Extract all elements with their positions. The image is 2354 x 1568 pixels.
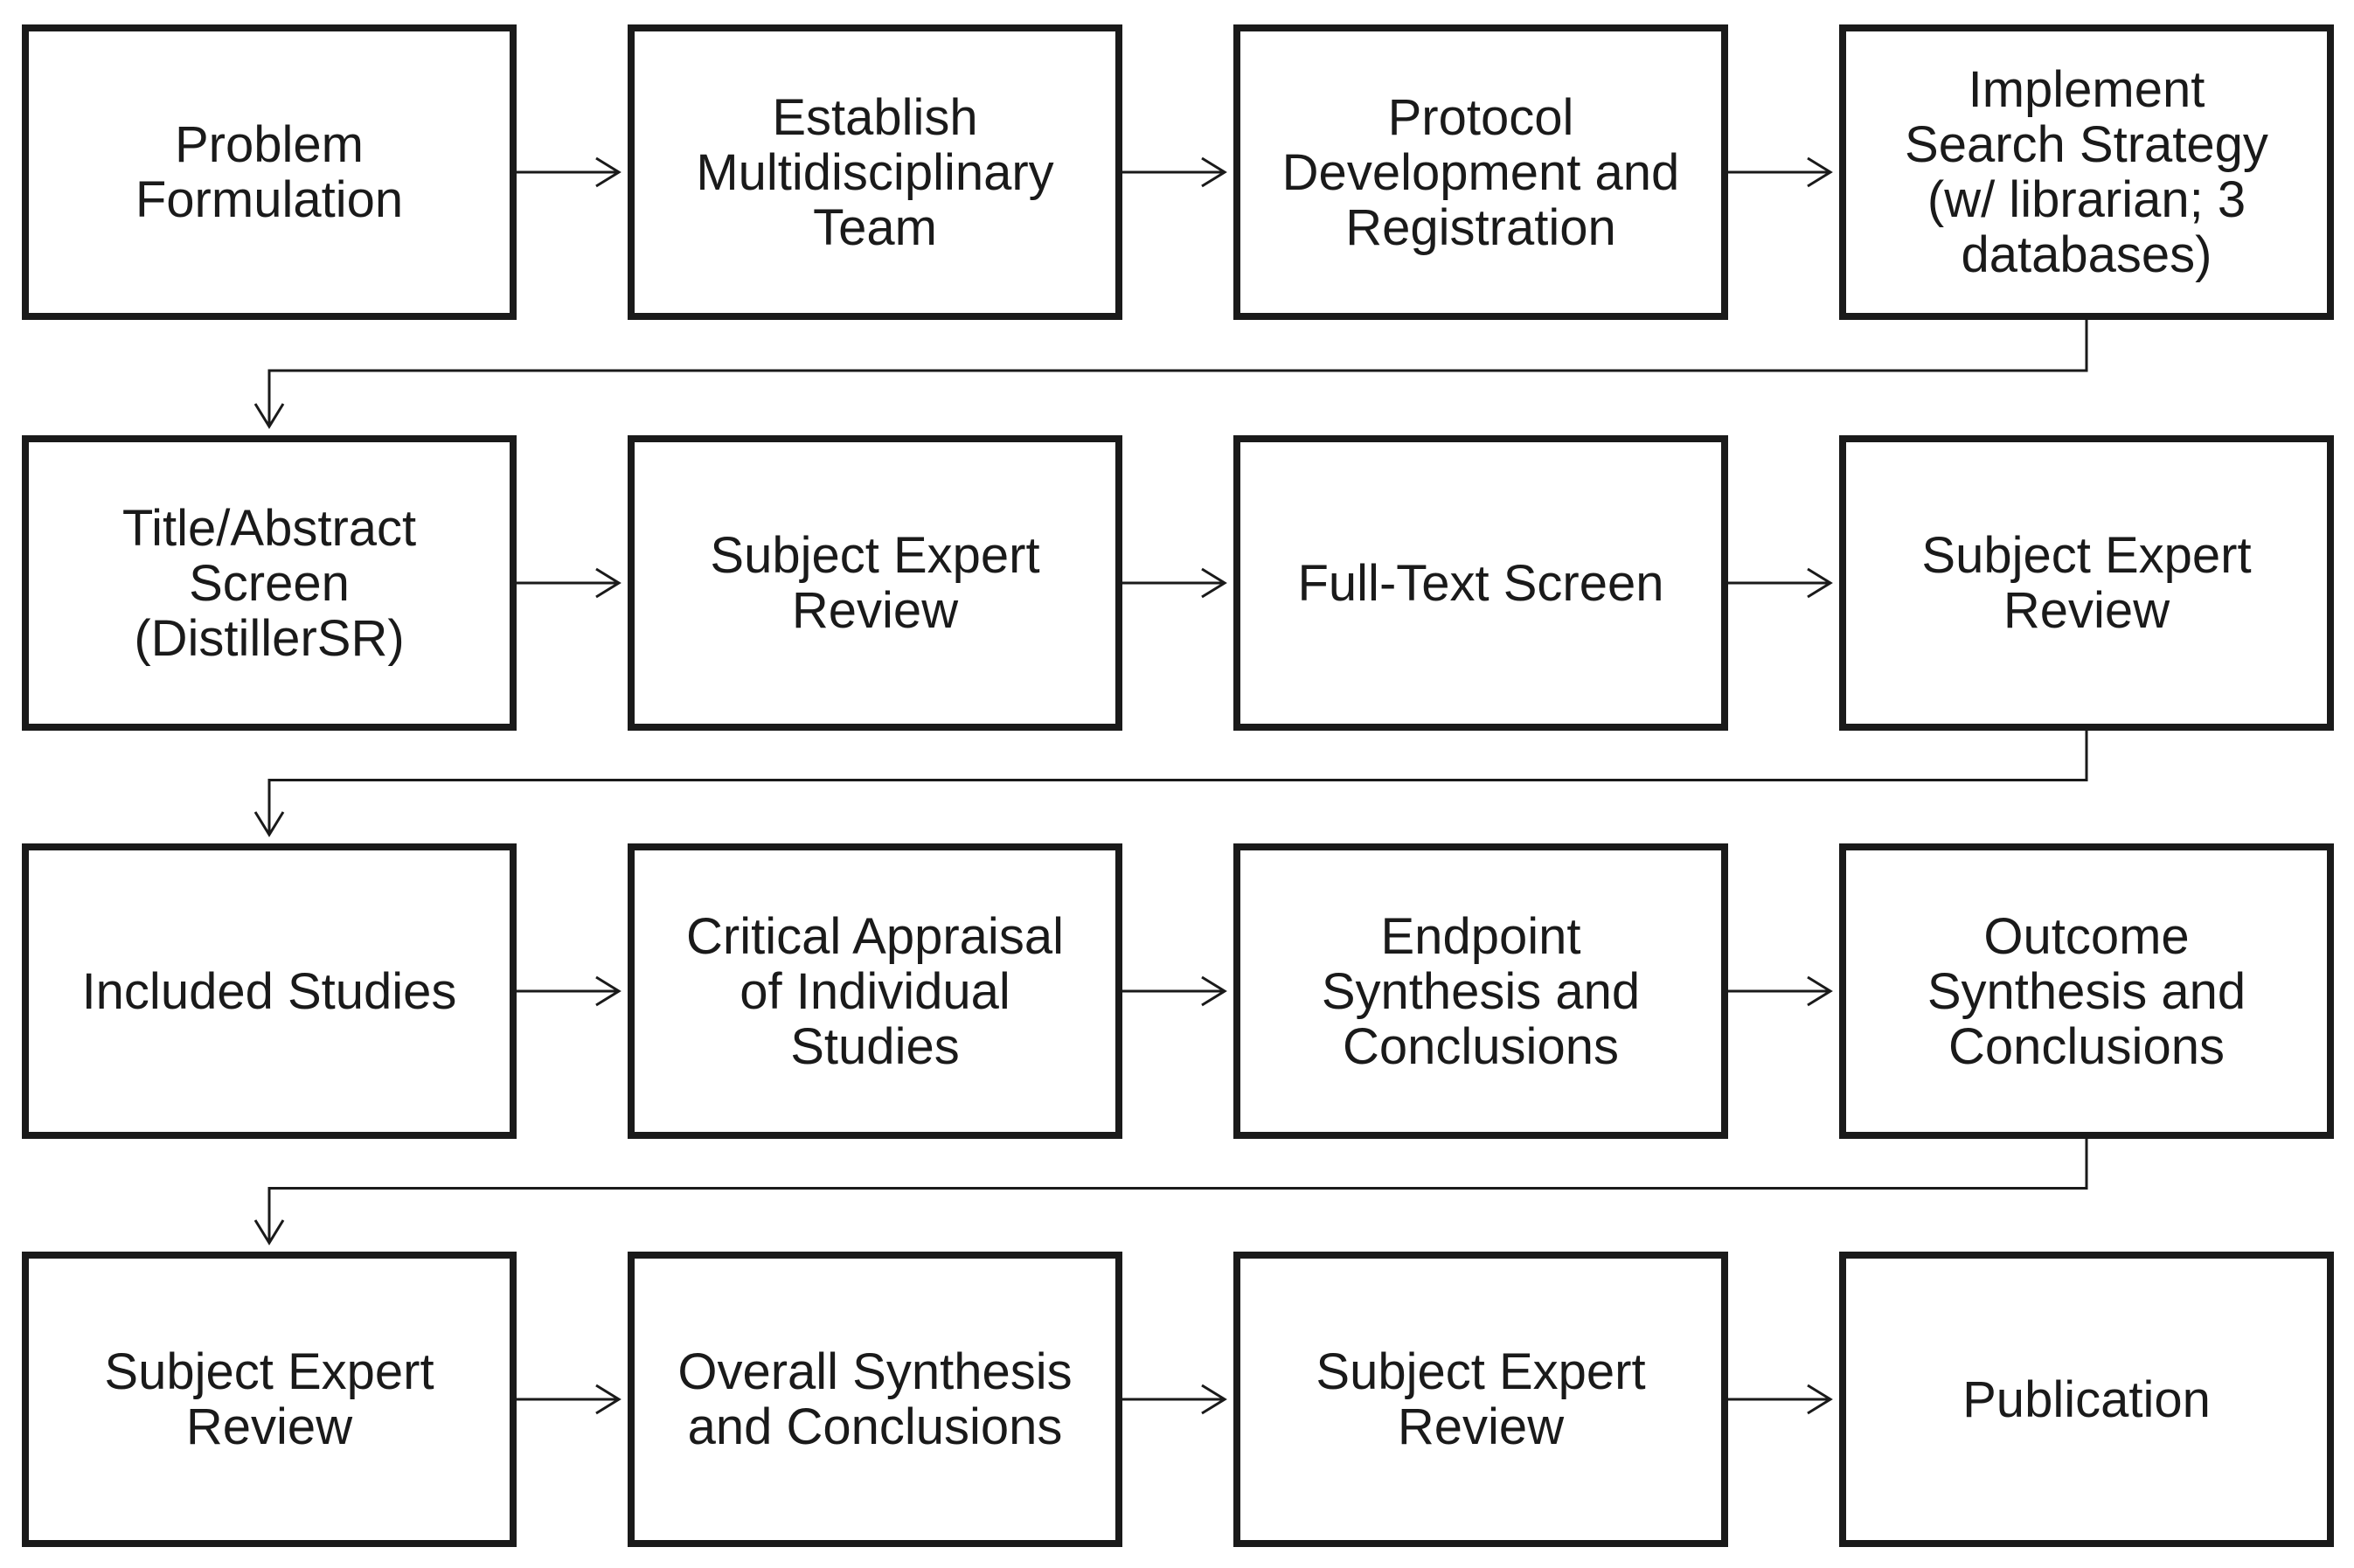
step-label: Included Studies (81, 962, 457, 1020)
step-establish-team: Establish Multidisciplinary Team (628, 24, 1122, 320)
step-problem-formulation: Problem Formulation (22, 24, 517, 320)
step-implement-search: Implement Search Strategy (w/ librarian;… (1839, 24, 2334, 320)
return-connector (267, 1139, 2088, 1243)
arrowhead (595, 156, 621, 188)
step-full-text-screen: Full-Text Screen (1233, 435, 1728, 731)
step-title-abstract-screen: Title/Abstract Screen (DistillerSR) (22, 435, 517, 731)
step-label: Implement Search Strategy (w/ librarian;… (1905, 61, 2268, 283)
step-included-studies: Included Studies (22, 843, 517, 1139)
step-overall-synthesis: Overall Synthesis and Conclusions (628, 1252, 1122, 1547)
step-subject-expert-review-4: Subject Expert Review (1233, 1252, 1728, 1547)
step-label: Subject Expert Review (1316, 1343, 1646, 1455)
arrowhead (1807, 156, 1833, 188)
step-label: Critical Appraisal of Individual Studies (686, 907, 1064, 1075)
arrowhead (1807, 975, 1833, 1007)
step-label: Overall Synthesis and Conclusions (677, 1343, 1073, 1455)
step-label: Protocol Development and Registration (1281, 88, 1680, 256)
step-subject-expert-review-3: Subject Expert Review (22, 1252, 517, 1547)
step-label: Outcome Synthesis and Conclusions (1927, 907, 2246, 1075)
step-label: Title/Abstract Screen (DistillerSR) (122, 499, 417, 667)
arrowhead (1201, 567, 1227, 599)
arrowhead (595, 975, 621, 1007)
arrowhead (1807, 1384, 1833, 1415)
step-subject-expert-review-2: Subject Expert Review (1839, 435, 2334, 731)
return-connector (267, 731, 2088, 835)
return-connector (267, 320, 2088, 427)
step-protocol-development: Protocol Development and Registration (1233, 24, 1728, 320)
step-outcome-synthesis: Outcome Synthesis and Conclusions (1839, 843, 2334, 1139)
step-label: Problem Formulation (135, 116, 404, 228)
step-subject-expert-review-1: Subject Expert Review (628, 435, 1122, 731)
step-label: Establish Multidisciplinary Team (696, 88, 1054, 256)
arrowhead (1201, 1384, 1227, 1415)
arrowhead (595, 1384, 621, 1415)
step-endpoint-synthesis: Endpoint Synthesis and Conclusions (1233, 843, 1728, 1139)
arrowhead (595, 567, 621, 599)
step-publication: Publication (1839, 1252, 2334, 1547)
arrowhead (253, 403, 285, 429)
arrowhead (253, 1219, 285, 1245)
step-label: Full-Text Screen (1297, 554, 1664, 612)
step-label: Publication (1962, 1370, 2211, 1428)
step-critical-appraisal: Critical Appraisal of Individual Studies (628, 843, 1122, 1139)
step-label: Subject Expert Review (104, 1343, 434, 1455)
arrowhead (1201, 975, 1227, 1007)
arrowhead (1201, 156, 1227, 188)
arrowhead (1807, 567, 1833, 599)
step-label: Subject Expert Review (710, 527, 1040, 639)
step-label: Subject Expert Review (1921, 527, 2252, 639)
arrowhead (253, 811, 285, 837)
step-label: Endpoint Synthesis and Conclusions (1321, 907, 1641, 1075)
